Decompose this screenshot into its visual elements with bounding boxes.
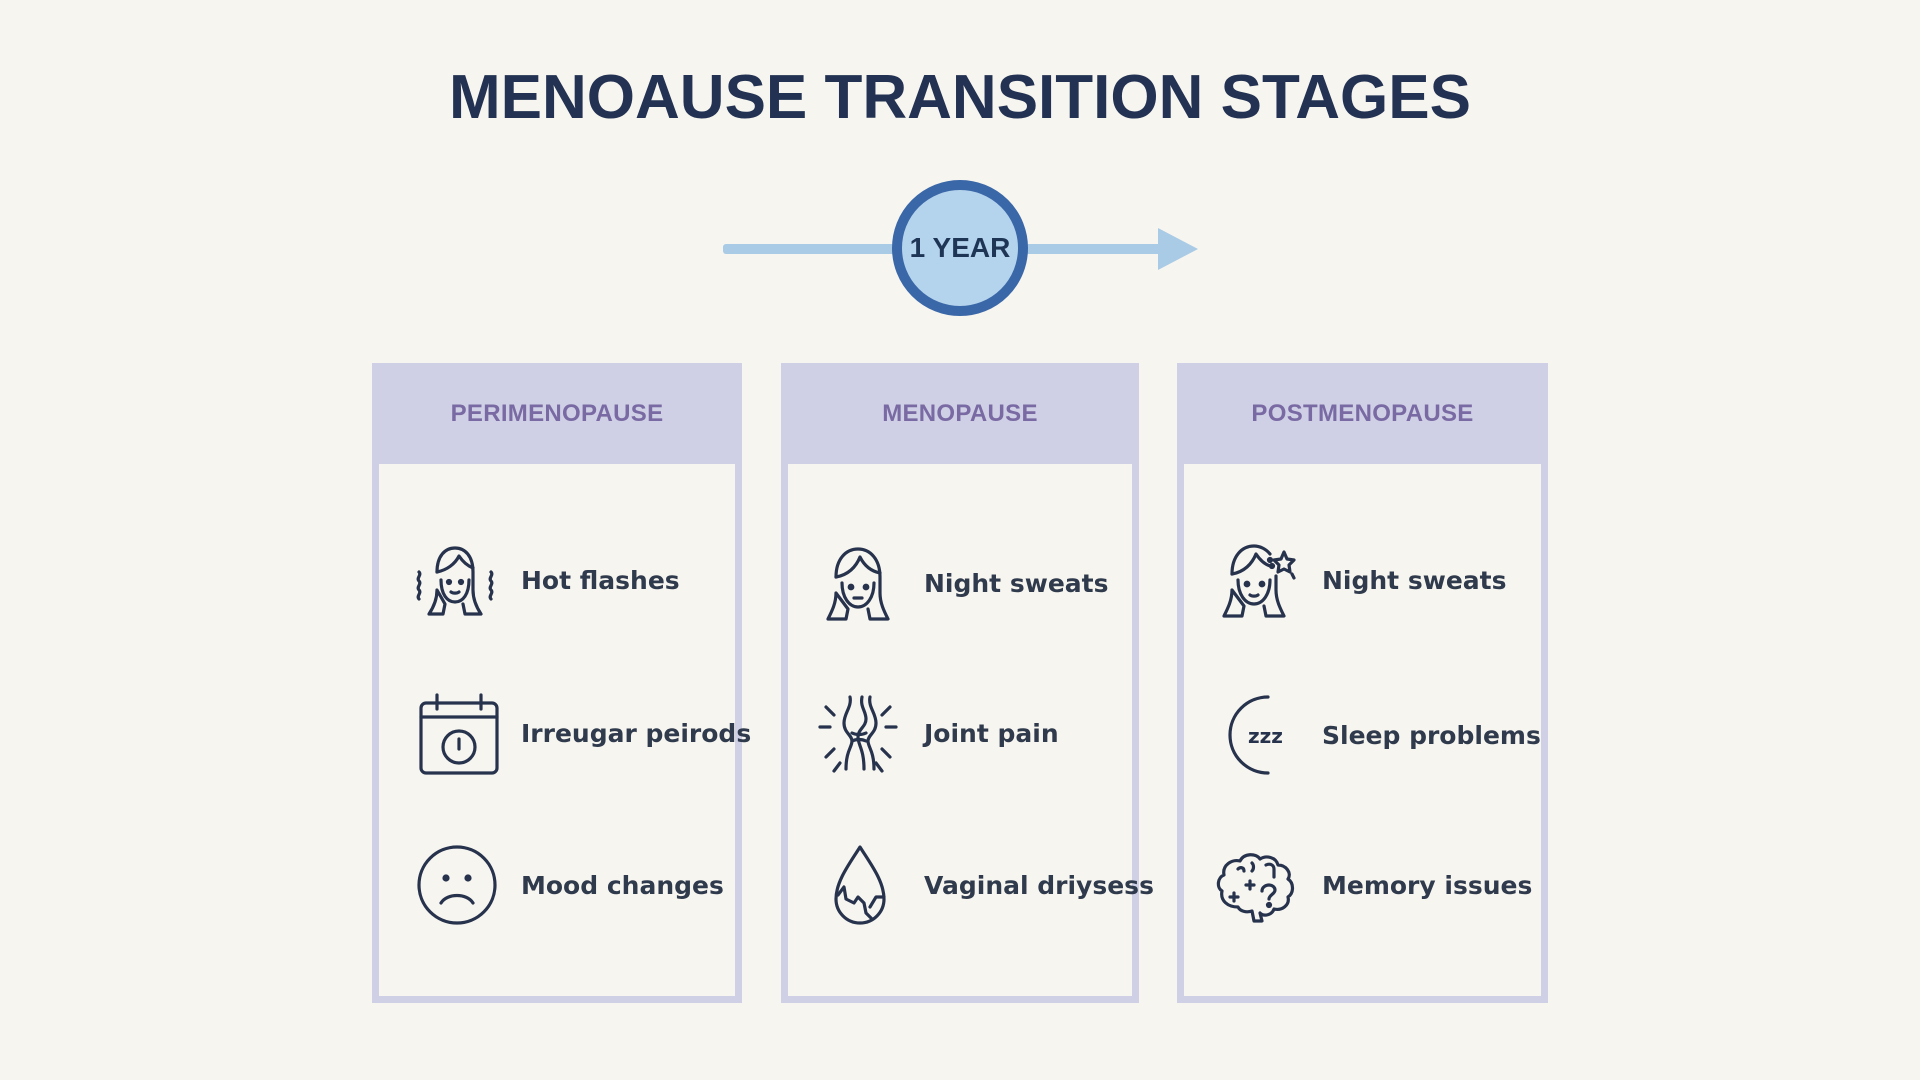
symptom-label: Night sweats <box>924 568 1109 598</box>
symptom-label: Joint pain <box>924 718 1059 748</box>
cracked-drop-icon <box>810 837 906 933</box>
symptom-label: Irreugar peirods <box>521 718 752 748</box>
joint-pain-icon <box>810 685 906 781</box>
symptom-item: Irreugar peirods <box>379 683 751 783</box>
arrow-right-icon <box>1158 228 1198 270</box>
symptom-item: Night sweats <box>1184 530 1541 630</box>
symptom-item: Memory issues <box>1184 835 1541 935</box>
stage-card-perimenopause: PERIMENOPAUSE Hot flashes <box>372 363 751 1003</box>
stage-card-menopause: MENOPAUSE Night sweats <box>781 363 1154 1003</box>
stage-card-header: MENOPAUSE <box>781 363 1139 464</box>
symptom-label: Memory issues <box>1322 870 1533 900</box>
symptom-label: Sleep problems <box>1322 720 1541 750</box>
stage-title: PERIMENOPAUSE <box>450 399 664 427</box>
symptom-label: Night sweats <box>1322 565 1507 595</box>
brain-question-icon <box>1208 837 1304 933</box>
symptom-label: Hot flashes <box>521 565 680 595</box>
woman-hot-flash-icon <box>407 532 503 628</box>
symptom-item: Mood changes <box>379 835 735 935</box>
sad-face-icon <box>407 837 503 933</box>
svg-text:zzz: zzz <box>1248 724 1283 748</box>
year-marker-circle: 1 YEAR <box>892 180 1028 316</box>
woman-face-icon <box>810 535 906 631</box>
moon-zzz-icon: zzz <box>1208 687 1304 783</box>
stage-title: MENOPAUSE <box>882 399 1038 427</box>
symptom-item: zzz Sleep problems <box>1184 685 1541 785</box>
woman-star-icon <box>1208 532 1304 628</box>
calendar-clock-icon <box>407 685 503 781</box>
page-title: MENOAUSE TRANSITION STAGES <box>449 63 1471 132</box>
stage-card-header: PERIMENOPAUSE <box>372 363 742 464</box>
symptom-label: Vaginal driysess <box>924 870 1154 900</box>
symptom-item: Joint pain <box>788 683 1132 783</box>
timeline: 1 YEAR <box>0 0 1920 340</box>
stage-card-postmenopause: POSTMENOPAUSE Night sweats zzz <box>1177 363 1548 1003</box>
stage-title: POSTMENOPAUSE <box>1251 399 1474 427</box>
year-marker-label: 1 YEAR <box>909 232 1011 263</box>
symptom-item: Vaginal driysess <box>788 835 1154 935</box>
symptom-item: Night sweats <box>788 533 1132 633</box>
symptom-label: Mood changes <box>521 870 724 900</box>
symptom-item: Hot flashes <box>379 530 735 630</box>
stage-card-header: POSTMENOPAUSE <box>1177 363 1548 464</box>
